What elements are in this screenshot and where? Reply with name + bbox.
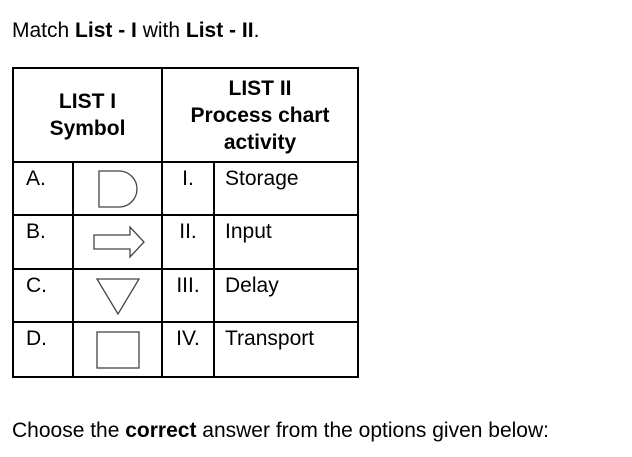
- symbol-cell: [72, 214, 163, 270]
- row-activity: Delay: [213, 268, 359, 323]
- list1-header: LIST I Symbol: [12, 67, 163, 163]
- instruction-text: Choose the correct answer from the optio…: [12, 418, 549, 444]
- question-suffix: .: [253, 19, 260, 42]
- question-middle: with: [136, 19, 186, 42]
- list1-header-title: LIST I: [58, 90, 117, 113]
- row-roman: IV.: [161, 321, 215, 378]
- list2-header: LIST II Process chart activity: [161, 67, 359, 163]
- row-roman: II.: [161, 214, 215, 270]
- table-row: B. II. Input: [12, 214, 359, 270]
- row-roman: I.: [161, 161, 215, 216]
- matching-table: LIST I Symbol LIST II Process chart acti…: [12, 67, 359, 378]
- table-row: D. IV. Transport: [12, 321, 359, 378]
- list2-label: List - II: [185, 19, 254, 42]
- symbol-cell: [72, 161, 163, 216]
- row-activity: Storage: [213, 161, 359, 216]
- delay-d-shape-icon: [97, 169, 138, 208]
- square-icon: [95, 330, 140, 369]
- question-text: Match List - I with List - II.: [12, 18, 259, 44]
- row-roman: III.: [161, 268, 215, 323]
- list2-header-title: LIST II: [228, 76, 292, 100]
- symbol-cell: [72, 268, 163, 323]
- table-row: A. I. Storage: [12, 161, 359, 216]
- list1-header-subtitle: Symbol: [49, 117, 126, 140]
- instruction-bold: correct: [125, 419, 197, 442]
- row-letter: A.: [12, 161, 74, 216]
- arrow-right-icon: [92, 225, 145, 259]
- list2-header-subtitle-2: activity: [223, 130, 297, 154]
- instruction-suffix: answer from the options given below:: [196, 419, 549, 442]
- table-row: C. III. Delay: [12, 268, 359, 323]
- list2-header-subtitle-1: Process chart: [190, 103, 330, 127]
- symbol-cell: [72, 321, 163, 378]
- header-row: LIST I Symbol LIST II Process chart acti…: [12, 67, 359, 163]
- instruction-prefix: Choose the: [12, 419, 126, 442]
- inverted-triangle-icon: [95, 277, 140, 315]
- row-letter: C.: [12, 268, 74, 323]
- row-letter: D.: [12, 321, 74, 378]
- question-prefix: Match: [12, 19, 76, 42]
- row-activity: Input: [213, 214, 359, 270]
- row-letter: B.: [12, 214, 74, 270]
- list1-label: List - I: [75, 19, 137, 42]
- row-activity: Transport: [213, 321, 359, 378]
